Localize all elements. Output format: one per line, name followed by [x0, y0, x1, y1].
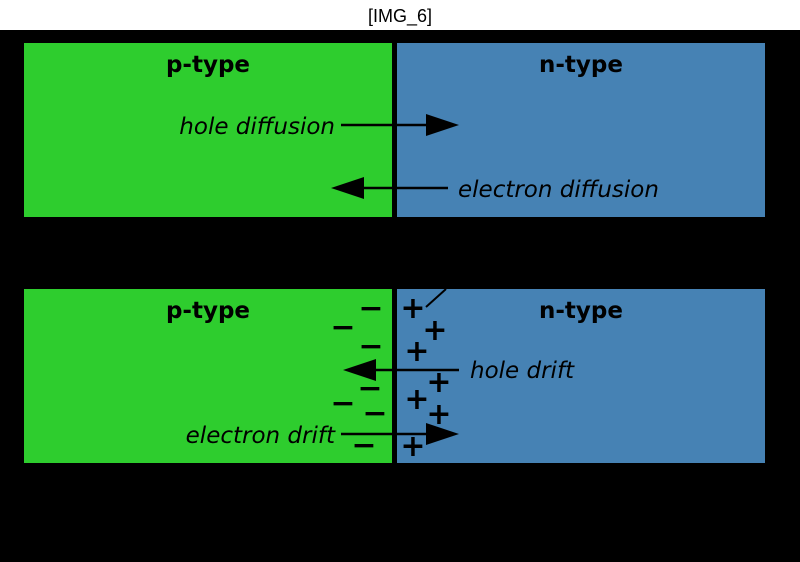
hole-drift-label: hole drift: [470, 358, 575, 384]
p-type-label-top: p-type: [166, 52, 250, 78]
leader-line: [425, 288, 447, 308]
n-type-region-top: [397, 43, 765, 217]
positive-charge: +: [404, 334, 429, 369]
electron-diffusion-label: electron diffusion: [458, 177, 659, 203]
hole-diffusion-label: hole diffusion: [179, 114, 335, 140]
positive-charges: + + + + + + +: [400, 291, 451, 464]
electron-diffusion-arrow-icon: [331, 177, 448, 199]
p-type-label-bottom: p-type: [166, 298, 250, 324]
negative-charge: −: [330, 386, 355, 421]
p-type-region-bottom: [24, 289, 392, 463]
n-type-label-top: n-type: [539, 52, 623, 78]
negative-charge: −: [362, 396, 387, 431]
image-title: [IMG_6]: [367, 6, 433, 26]
hole-drift-arrow-icon: [343, 359, 459, 381]
negative-charge: −: [358, 291, 383, 326]
diffusion-panel: p-type n-type hole diffusion electron di…: [24, 43, 765, 217]
image-header: [IMG_6]: [0, 0, 800, 30]
p-type-region-top: [24, 43, 392, 217]
positive-charge: +: [400, 291, 425, 326]
negative-charge: −: [330, 310, 355, 345]
drift-panel: p-type n-type − − − − − − − + + + + + + …: [24, 288, 765, 464]
n-type-label-bottom: n-type: [539, 298, 623, 324]
electron-drift-arrow-icon: [341, 423, 459, 445]
electron-drift-label: electron drift: [186, 423, 336, 449]
hole-diffusion-arrow-icon: [341, 114, 459, 136]
positive-charge: +: [404, 382, 429, 417]
positive-charge: +: [422, 313, 447, 348]
negative-charge: −: [358, 329, 383, 364]
